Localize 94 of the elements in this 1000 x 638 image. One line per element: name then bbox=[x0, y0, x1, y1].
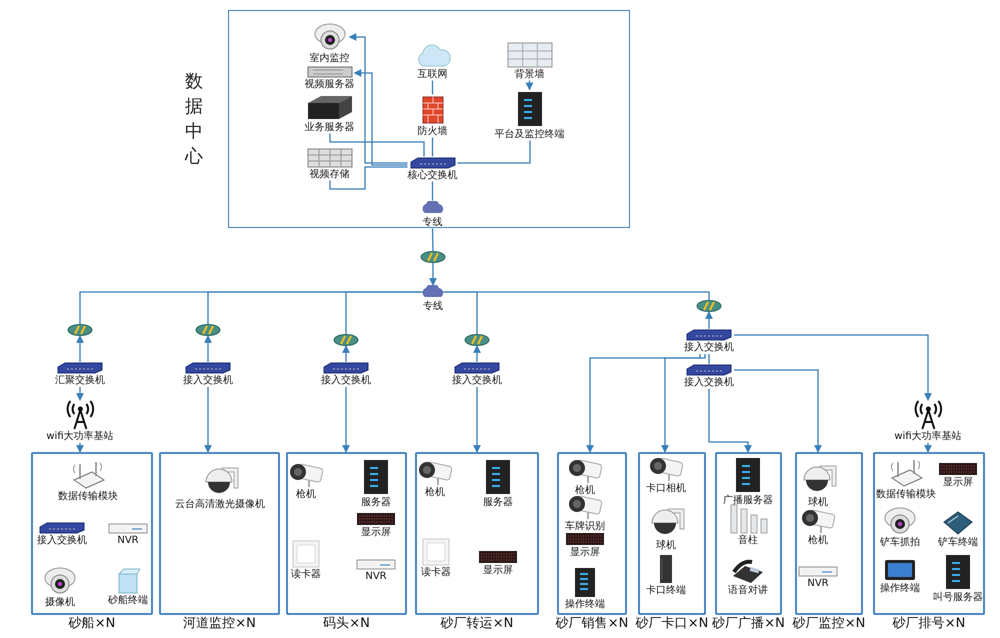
device-label: 摄像机 bbox=[45, 596, 75, 609]
device-label: 数据传输模块 bbox=[58, 490, 118, 503]
device-label: 车牌识别 bbox=[565, 520, 605, 533]
device-label: 专线 bbox=[423, 300, 443, 313]
device-label: 互联网 bbox=[418, 68, 448, 80]
device-label: 球机 bbox=[656, 539, 676, 552]
arrow bbox=[76, 335, 84, 362]
device-label: 接入交换机 bbox=[684, 376, 734, 389]
device-label: 汇聚交换机 bbox=[55, 374, 105, 387]
device-label: 球机 bbox=[808, 496, 828, 509]
device-label: 平台及监控终端 bbox=[494, 128, 564, 140]
device-label: 音柱 bbox=[738, 534, 758, 547]
device-label: 视频服务器 bbox=[304, 78, 354, 90]
group-title: 砂厂转运×N bbox=[440, 616, 514, 632]
device-label: 防火墙 bbox=[418, 124, 448, 138]
device-label: 室内监控 bbox=[310, 52, 350, 64]
device-label: 接入交换机 bbox=[684, 341, 734, 354]
arrow bbox=[342, 345, 350, 362]
device-label: 枪机 bbox=[425, 486, 445, 499]
device-label: 读卡器 bbox=[291, 568, 321, 581]
device-label: NVR bbox=[807, 577, 829, 590]
arrow bbox=[473, 387, 481, 453]
device-label: 铲车终端 bbox=[938, 536, 978, 549]
connector-line bbox=[432, 228, 434, 252]
group-title: 砂厂广播×N bbox=[712, 616, 785, 632]
device-label: 接入交换机 bbox=[183, 374, 233, 387]
device-label: 显示屏 bbox=[483, 564, 513, 577]
device-label: NVR bbox=[365, 570, 387, 583]
device-label: 卡口相机 bbox=[646, 482, 686, 495]
arrow bbox=[473, 345, 481, 362]
device-label: wifi大功率基站 bbox=[46, 430, 114, 443]
arrow bbox=[734, 369, 822, 453]
device-label: 服务器 bbox=[361, 496, 391, 509]
group-title: 砂厂排号×N bbox=[892, 616, 966, 632]
connector-line bbox=[432, 182, 434, 200]
device-label: 枪机 bbox=[575, 484, 595, 497]
device-label: 云台高清激光摄像机 bbox=[175, 498, 265, 511]
connector-line bbox=[708, 354, 710, 364]
device-label: wifi大功率基站 bbox=[894, 430, 962, 443]
device-label: 显示屏 bbox=[943, 476, 973, 489]
device-label: 视频存储 bbox=[310, 168, 350, 180]
connector-line bbox=[329, 134, 425, 156]
device-label: NVR bbox=[117, 534, 139, 547]
arrow bbox=[76, 443, 84, 453]
device-label: 枪机 bbox=[296, 488, 316, 501]
device-label: 显示屏 bbox=[361, 526, 391, 539]
connector-line bbox=[445, 291, 710, 300]
connector-line bbox=[458, 140, 531, 164]
device-label: 语音对讲 bbox=[728, 584, 768, 597]
arrow bbox=[348, 33, 408, 164]
arrow bbox=[924, 443, 932, 453]
arrow bbox=[705, 311, 713, 329]
device-label: 砂船终端 bbox=[108, 594, 148, 607]
device-label: 卡口终端 bbox=[646, 584, 686, 597]
arrow bbox=[586, 354, 701, 453]
connector-line bbox=[432, 138, 434, 156]
device-label: 叫号服务器 bbox=[933, 591, 983, 604]
device-label: 接入交换机 bbox=[321, 374, 371, 387]
arrow bbox=[734, 334, 932, 401]
device-label: 专线 bbox=[422, 216, 442, 228]
device-label: 显示屏 bbox=[570, 546, 600, 559]
device-label: 读卡器 bbox=[421, 566, 451, 579]
arrow bbox=[429, 263, 437, 286]
group-title: 砂厂销售×N bbox=[556, 616, 628, 632]
connector-line bbox=[329, 166, 408, 190]
group-title: 砂船×N bbox=[68, 616, 116, 632]
device-label: 核心交换机 bbox=[408, 168, 458, 182]
group-title: 河道监控×N bbox=[183, 616, 256, 632]
device-label: 操作终端 bbox=[880, 582, 920, 595]
arrow bbox=[204, 387, 212, 453]
arrow bbox=[204, 335, 212, 362]
device-label: 业务服务器 bbox=[304, 120, 354, 134]
device-label: 数据传输模块 bbox=[876, 488, 936, 501]
device-label: 操作终端 bbox=[565, 598, 605, 611]
device-label: 接入交换机 bbox=[452, 374, 502, 387]
arrow bbox=[708, 389, 752, 453]
arrow bbox=[526, 80, 534, 90]
group-title: 码头×N bbox=[323, 616, 370, 632]
arrow bbox=[354, 69, 408, 166]
arrow bbox=[342, 387, 350, 453]
arrow bbox=[76, 387, 84, 401]
device-label: 服务器 bbox=[483, 496, 513, 509]
device-label: 接入交换机 bbox=[37, 534, 87, 547]
device-label: 铲车抓拍 bbox=[880, 536, 920, 549]
device-label: 广播服务器 bbox=[723, 494, 773, 507]
arrow bbox=[661, 354, 706, 453]
device-label: 背景墙 bbox=[514, 68, 544, 80]
connector-line bbox=[345, 291, 421, 334]
connector-line bbox=[432, 80, 434, 94]
group-title: 砂厂监控×N bbox=[792, 616, 866, 632]
connector-line bbox=[421, 291, 478, 334]
group-title: 砂厂卡口×N bbox=[636, 616, 708, 632]
section-heading: 数据中心 bbox=[185, 70, 204, 169]
device-label: 枪机 bbox=[808, 534, 828, 547]
